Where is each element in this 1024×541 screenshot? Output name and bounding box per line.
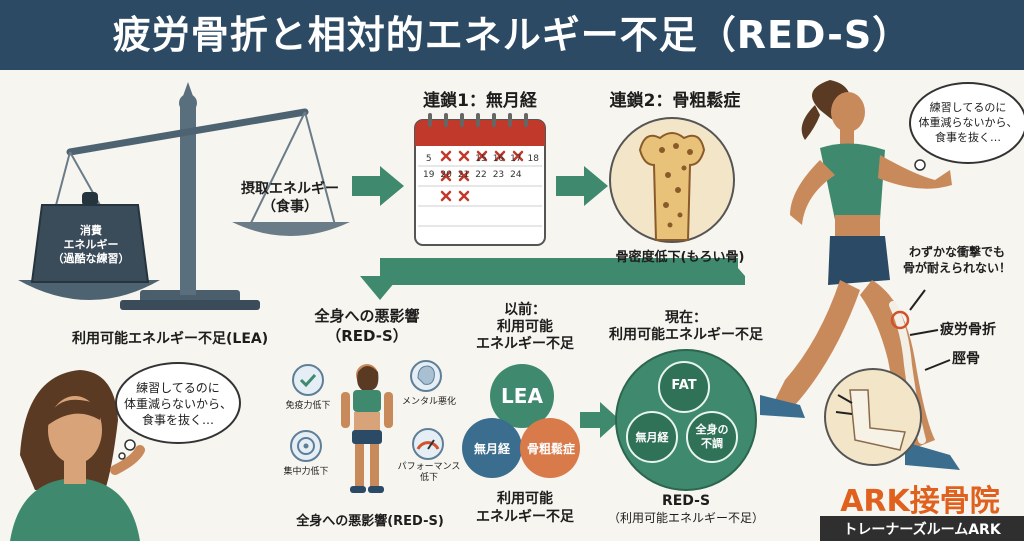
effect-immunity: 免疫力低下 [285, 401, 331, 411]
brand-subtitle: トレーナーズルームARK [843, 522, 1001, 538]
before-lea-label: LEA [501, 384, 543, 408]
calendar-day: 17 [510, 154, 522, 164]
weight-label: 消費 エネルギー （過酷な練習） [36, 224, 146, 266]
stress-fracture-label: 疲労骨折 [940, 322, 996, 338]
now-caption-line1: RED-S [661, 493, 711, 509]
thought-text-right: 練習してるのに 体重減らないから、 食事を抜く… [910, 100, 1024, 145]
before-title: 以前： 利用可能 エネルギー不足 [460, 302, 590, 353]
now-amenorrhea-label: 無月経 [635, 431, 669, 444]
now-systemic-line1: 全身の [695, 423, 729, 436]
chain2-title: 連鎖2：骨粗鬆症 [609, 91, 741, 111]
effect-focus: 集中力低下 [283, 467, 329, 477]
intake-label: 摂取エネルギー （食事） [225, 180, 355, 216]
calendar-day: 15 [475, 154, 487, 164]
calendar-day [455, 154, 472, 164]
weight-label-line2: エネルギー [63, 238, 119, 251]
bone-density-caption: 骨密度低下(もろい骨) [615, 250, 745, 265]
calendar-grid: 5 15 16 17 18 19 20 21 22 23 24 [420, 148, 542, 180]
effect-performance-line1: パフォーマンス [397, 462, 461, 472]
before-caption: 利用可能 エネルギー不足 [460, 490, 590, 526]
weight-icon [30, 192, 150, 283]
now-venn [615, 349, 757, 491]
calendar-day: 5 [425, 154, 432, 164]
thought-right-line1: 練習してるのに [929, 101, 1007, 114]
now-systemic-label: 全身の 不調 [688, 423, 736, 451]
intake-label-line1: 摂取エネルギー [241, 181, 339, 197]
before-title-line1: 以前： [504, 302, 546, 318]
chain1-title: 連鎖1：無月経 [423, 91, 537, 111]
thought-left-line1: 練習してるのに [136, 381, 220, 395]
calendar-day: 22 [475, 170, 487, 180]
thought-left-line2: 体重減らないから、 [123, 397, 232, 411]
calendar-day: 19 [422, 170, 435, 180]
calendar-day: 16 [492, 154, 505, 164]
now-systemic-line2: 不調 [701, 437, 723, 450]
before-title-line2: 利用可能 [497, 319, 553, 335]
whole-body-caption: 全身への悪影響(RED-S) [296, 514, 444, 529]
now-caption-line2: （利用可能エネルギー不足） [607, 511, 764, 525]
thought-right-line2: 体重減らないから、 [918, 116, 1018, 129]
calendar-day: 21 [457, 170, 470, 180]
arrow-icons [352, 166, 745, 438]
calendar-icon [414, 113, 546, 246]
whole-body-title-line2: （RED-S） [326, 327, 408, 345]
before-osteoporosis-label: 骨粗鬆症 [526, 442, 575, 456]
header-bar [0, 0, 1024, 70]
now-title-line1: 現在： [665, 310, 707, 326]
impact-label-line2: 骨が耐えられない！ [902, 261, 1011, 275]
before-amenorrhea-label: 無月経 [473, 442, 510, 456]
calendar-day: 20 [440, 170, 452, 180]
effect-icons [290, 360, 444, 462]
worried-woman-icon [10, 370, 145, 541]
bone-icon [609, 117, 735, 243]
now-caption: RED-S （利用可能エネルギー不足） [596, 493, 776, 527]
now-title: 現在： 利用可能エネルギー不足 [596, 310, 776, 344]
brand-logo: ARK接骨院 [840, 484, 1000, 519]
lea-caption: 利用可能エネルギー不足(LEA) [72, 331, 269, 347]
tibia-label: 脛骨 [952, 351, 980, 367]
calendar-day [437, 154, 454, 164]
now-title-line2: 利用可能エネルギー不足 [609, 327, 763, 343]
pointer-lines [909, 289, 951, 371]
brand-bar [820, 516, 1024, 541]
impact-label: わずかな衝撃でも 骨が耐えられない！ [892, 244, 1022, 276]
before-caption-line1: 利用可能 [497, 491, 553, 507]
calendar-day: 18 [527, 154, 539, 164]
thought-bubble-left [115, 362, 241, 460]
whole-body-title: 全身への悪影響 （RED-S） [292, 306, 442, 346]
calendar-day: 23 [492, 170, 505, 180]
ankle-zoom-icon [824, 368, 922, 466]
calendar-day: 24 [510, 170, 522, 180]
before-title-line3: エネルギー不足 [476, 336, 574, 352]
now-fat-label: FAT [671, 378, 697, 393]
before-caption-line2: エネルギー不足 [476, 509, 574, 525]
impact-label-line1: わずかな衝撃でも [908, 245, 1005, 259]
before-venn [462, 364, 580, 478]
weight-label-line1: 消費 [80, 224, 102, 237]
whole-body-title-line1: 全身への悪影響 [314, 307, 420, 325]
body-figure-icon [341, 364, 393, 493]
page-title: 疲労骨折と相対的エネルギー不足（RED-S） [112, 13, 912, 57]
effect-performance: パフォーマンス 低下 [394, 462, 464, 484]
thought-left-line3: 食事を抜く… [141, 413, 214, 427]
weight-label-line3: （過酷な練習） [52, 252, 130, 265]
effect-mental: メンタル悪化 [401, 397, 456, 407]
thought-right-line3: 食事を抜く… [935, 131, 1001, 144]
thought-text-left: 練習してるのに 体重減らないから、 食事を抜く… [118, 380, 238, 428]
intake-label-line2: （食事） [262, 199, 318, 215]
effect-performance-line2: 低下 [419, 473, 438, 483]
